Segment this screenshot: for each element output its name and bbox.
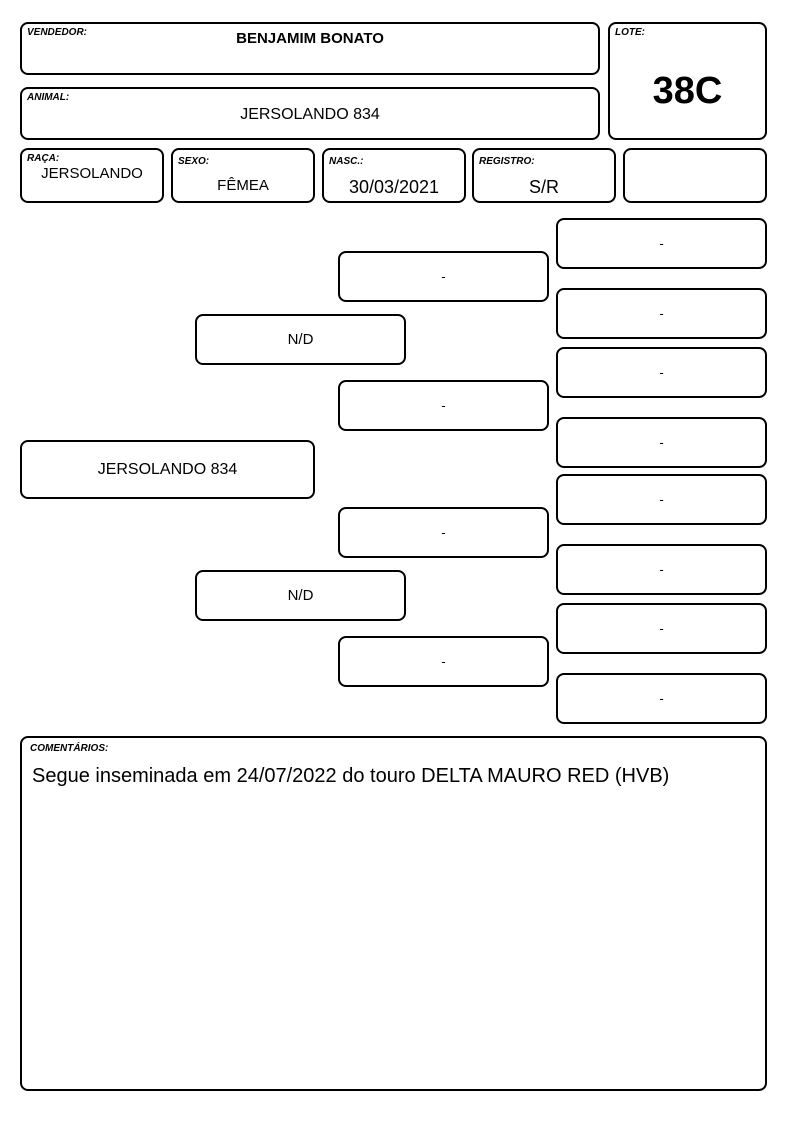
pedigree-ggp-1-box: -	[556, 218, 767, 269]
pedigree-ggp-6-box: -	[556, 544, 767, 595]
pedigree-ggp-4-box: -	[556, 417, 767, 468]
raca-value: JERSOLANDO	[41, 165, 143, 182]
pedigree-sire-dam-box: -	[338, 380, 549, 431]
raca-label: RAÇA:	[27, 153, 60, 164]
lote-box: LOTE: 38C	[608, 22, 767, 140]
lote-label: LOTE:	[615, 27, 645, 38]
nasc-value: 30/03/2021	[348, 177, 440, 197]
vendedor-label: VENDEDOR:	[27, 27, 88, 38]
pedigree-sire-sire-box: -	[338, 251, 549, 302]
sexo-value: FÊMEA	[217, 177, 269, 194]
registro-value: S/R	[528, 177, 559, 197]
vendedor-value: BENJAMIM BONATO	[236, 30, 384, 47]
pedigree-dam-dam-box: -	[338, 636, 549, 687]
sexo-box: SEXO: FÊMEA	[171, 148, 315, 203]
pedigree-animal-box: JERSOLANDO 834	[20, 440, 315, 499]
animal-box: ANIMAL: JERSOLANDO 834	[20, 87, 600, 140]
nasc-label: NASC.:	[329, 156, 364, 167]
pedigree-ggp-8-box: -	[556, 673, 767, 724]
pedigree-ggp-7-box: -	[556, 603, 767, 654]
comments-label: COMENTÁRIOS:	[30, 743, 109, 754]
lote-value: 38C	[652, 70, 723, 112]
registro-label: REGISTRO:	[479, 156, 535, 167]
comments-text: Segue inseminada em 24/07/2022 do touro …	[32, 765, 670, 787]
raca-box: RAÇA: JERSOLANDO	[20, 148, 164, 203]
vendedor-box: VENDEDOR: BENJAMIM BONATO	[20, 22, 600, 75]
pedigree-dam-sire-box: -	[338, 507, 549, 558]
animal-value: JERSOLANDO 834	[240, 106, 380, 123]
pedigree-dam-box: N/D	[195, 570, 406, 621]
pedigree-ggp-3-box: -	[556, 347, 767, 398]
animal-label: ANIMAL:	[27, 92, 70, 103]
extra-box	[623, 148, 767, 203]
nasc-box: NASC.: 30/03/2021	[322, 148, 466, 203]
registro-box: REGISTRO: S/R	[472, 148, 616, 203]
comments-box: COMENTÁRIOS: Segue inseminada em 24/07/2…	[20, 736, 767, 1091]
sexo-label: SEXO:	[178, 156, 210, 167]
pedigree-sire-box: N/D	[195, 314, 406, 365]
pedigree-ggp-2-box: -	[556, 288, 767, 339]
pedigree-ggp-5-box: -	[556, 474, 767, 525]
